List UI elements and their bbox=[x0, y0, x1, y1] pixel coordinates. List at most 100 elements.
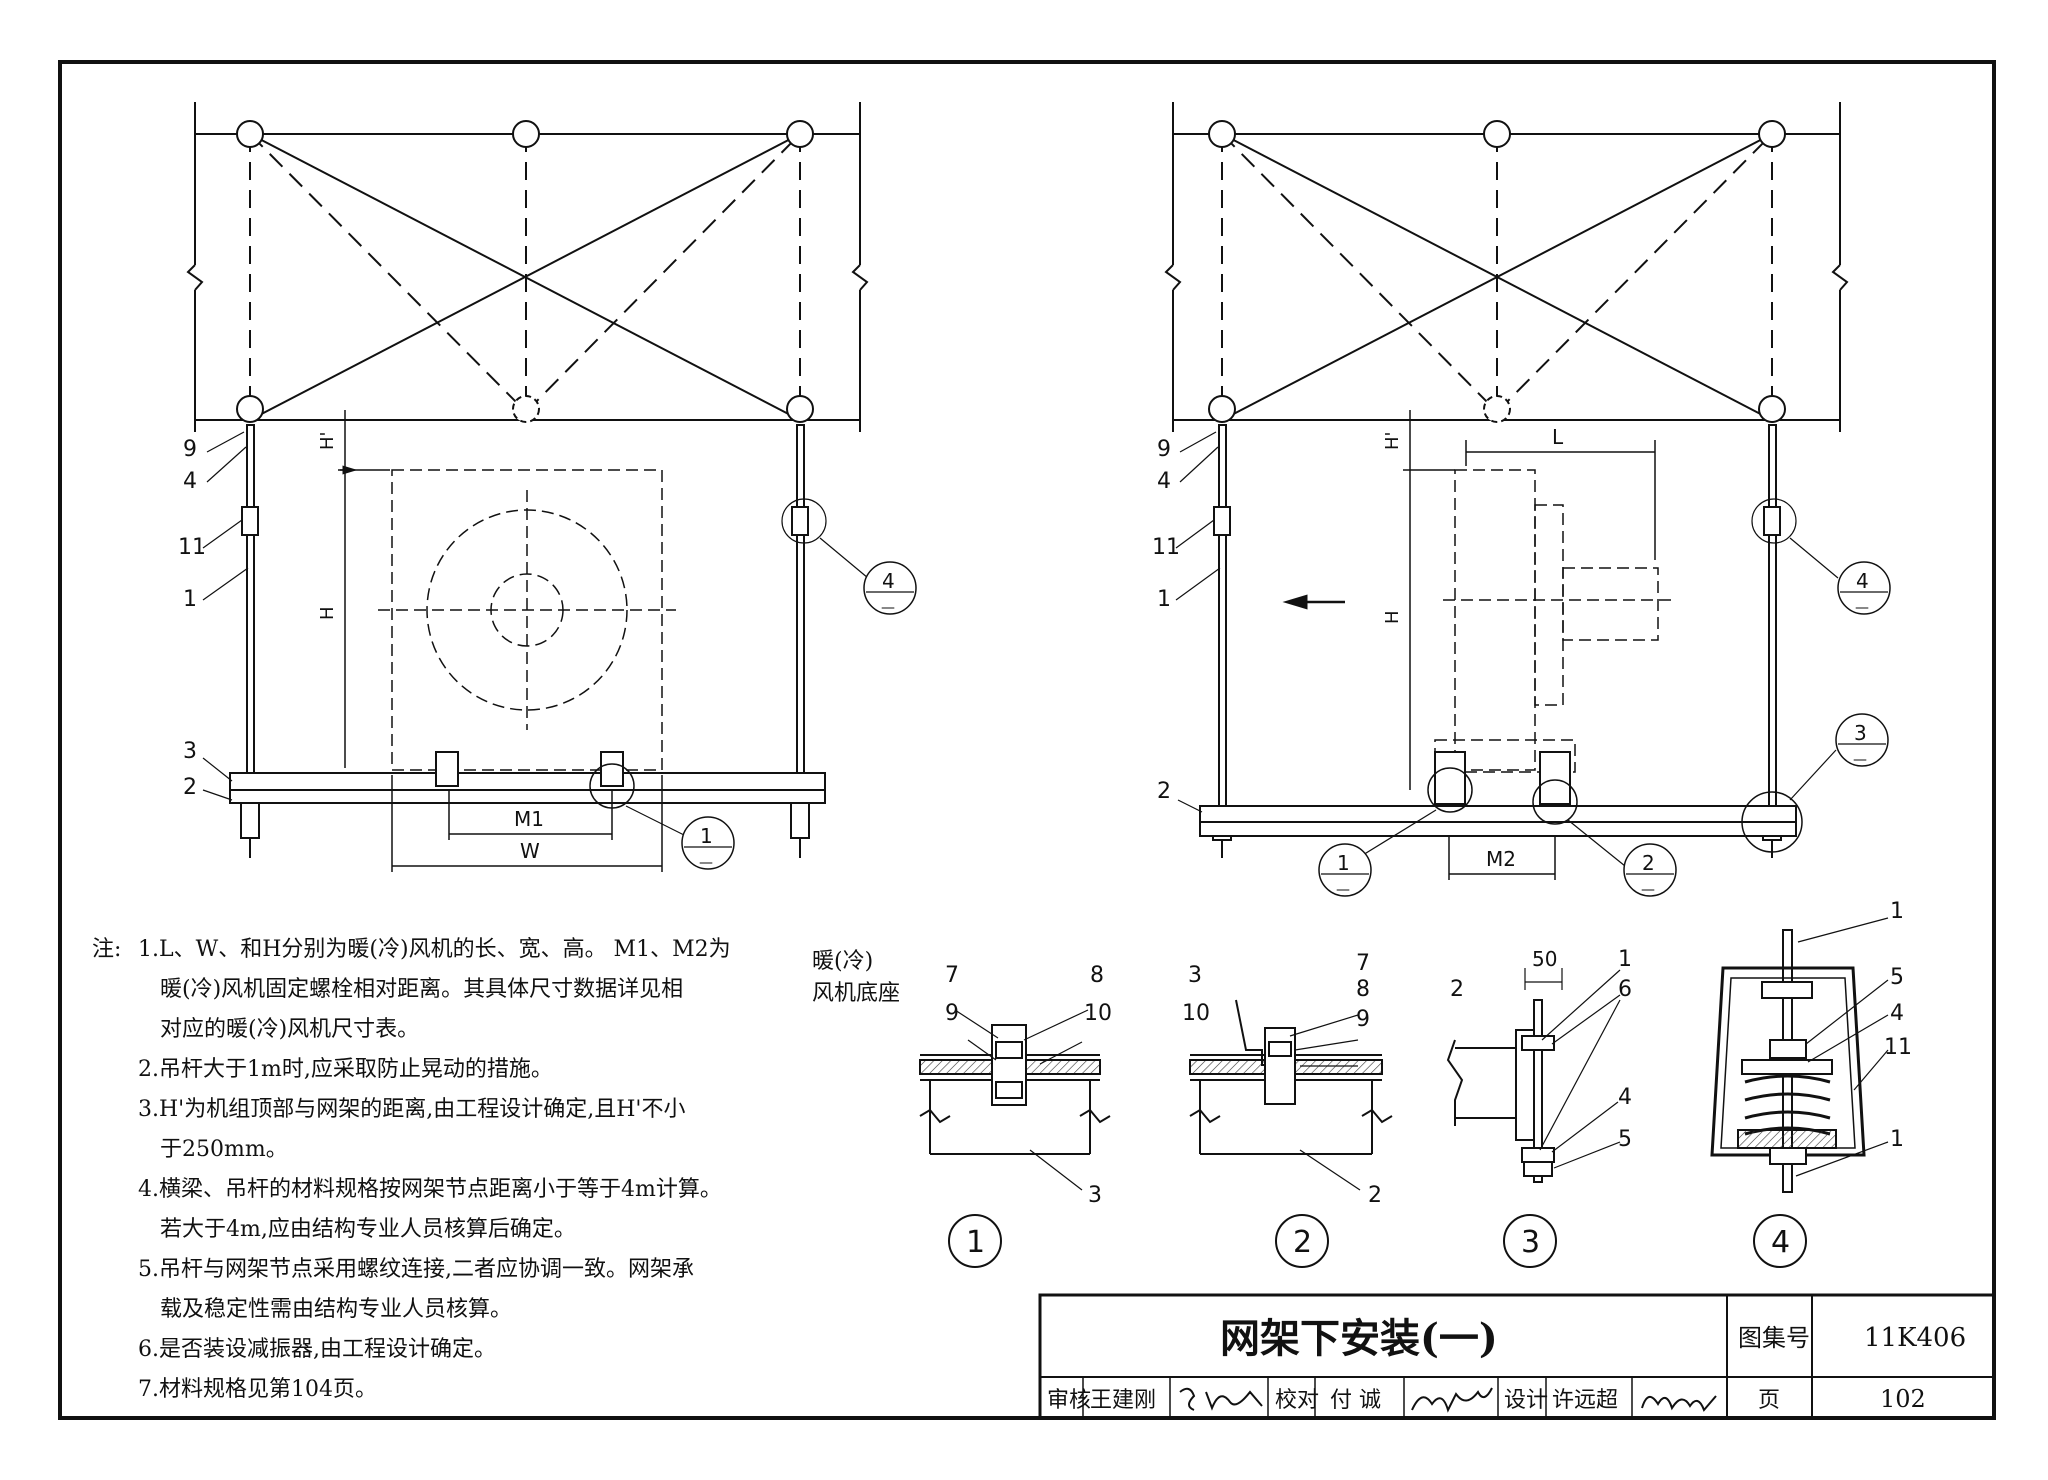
left-callout-1: 1 bbox=[183, 587, 197, 612]
left-dim-m1: M1 bbox=[514, 807, 544, 831]
reviewer-name: 王建刚 bbox=[1090, 1388, 1156, 1413]
d4-label-4: 4 bbox=[1890, 1001, 1904, 1026]
page-number: 102 bbox=[1880, 1385, 1926, 1413]
d1-label-10: 10 bbox=[1084, 1001, 1112, 1026]
d3-label-1: 1 bbox=[1618, 947, 1632, 972]
right-fan-unit bbox=[1434, 469, 1672, 773]
right-detail-ref-2: 2 bbox=[1642, 851, 1655, 875]
right-callout-2: 2 bbox=[1157, 779, 1171, 804]
left-leaders bbox=[202, 431, 869, 839]
d3-label-2: 2 bbox=[1450, 977, 1464, 1002]
notes-block: 注: 1.L、W、和H分别为暖(冷)风机的长、宽、高。 M1、M2为 暖(冷)风… bbox=[92, 930, 792, 1410]
left-dim-h: H bbox=[317, 606, 338, 620]
page-label: 页 bbox=[1758, 1388, 1780, 1413]
note-line: 7.材料规格见第104页。 bbox=[138, 1377, 377, 1402]
right-dim-h-prime: H' bbox=[1382, 432, 1403, 450]
d2-label-7: 7 bbox=[1356, 951, 1370, 976]
left-detail-ref-4-sub: — bbox=[881, 600, 895, 616]
right-unit-feet bbox=[1427, 751, 1803, 853]
d3-label-6: 6 bbox=[1618, 977, 1632, 1002]
left-detail-ref-1-sub: — bbox=[699, 855, 713, 871]
note-line: 若大于4m,应由结构专业人员核算后确定。 bbox=[160, 1217, 576, 1242]
right-crossbeam bbox=[1199, 805, 1797, 837]
right-detail-ref-2-sub: — bbox=[1641, 882, 1655, 898]
atlas-number: 11K406 bbox=[1864, 1323, 1966, 1353]
right-dim-h: H bbox=[1382, 610, 1403, 624]
detail-2 bbox=[1189, 999, 1393, 1268]
d1-label-3: 3 bbox=[1088, 1183, 1102, 1208]
title-block bbox=[1038, 1293, 1996, 1420]
design-label: 设计 bbox=[1504, 1388, 1548, 1413]
detail-4 bbox=[1710, 917, 1889, 1268]
note-line: 载及稳定性需由结构专业人员核算。 bbox=[160, 1297, 513, 1322]
fan-base-label-line1: 暖(冷) bbox=[812, 949, 873, 974]
note-line: 对应的暖(冷)风机尺寸表。 bbox=[160, 1017, 420, 1042]
right-truss bbox=[1164, 102, 1849, 432]
d3-label-50: 50 bbox=[1532, 947, 1557, 971]
right-dim-m2: M2 bbox=[1486, 847, 1516, 871]
note-line: 5.吊杆与网架节点采用螺纹连接,二者应协调一致。网架承 bbox=[138, 1257, 694, 1282]
left-callout-9: 9 bbox=[183, 437, 197, 462]
d2-label-2: 2 bbox=[1368, 1183, 1382, 1208]
left-dim-h-prime: H' bbox=[317, 432, 338, 450]
detail-1-number: 1 bbox=[966, 1225, 985, 1260]
note-line: 3.H'为机组顶部与网架的距离,由工程设计确定,且H'不小 bbox=[138, 1097, 686, 1122]
note-line: 1.L、W、和H分别为暖(冷)风机的长、宽、高。 M1、M2为 bbox=[138, 937, 731, 962]
drawing-title: 网架下安装(一) bbox=[1220, 1315, 1498, 1362]
checker-name: 付 诚 bbox=[1330, 1388, 1381, 1413]
right-callout-11: 11 bbox=[1152, 535, 1180, 560]
left-view bbox=[186, 102, 869, 872]
left-fan-unit bbox=[378, 469, 676, 771]
atlas-label: 图集号 bbox=[1738, 1324, 1810, 1352]
d2-label-9: 9 bbox=[1356, 1007, 1370, 1032]
left-callout-2: 2 bbox=[183, 775, 197, 800]
right-callout-4: 4 bbox=[1157, 469, 1171, 494]
left-dim-w: W bbox=[520, 839, 540, 863]
left-callout-4: 4 bbox=[183, 469, 197, 494]
d3-label-5: 5 bbox=[1618, 1127, 1632, 1152]
left-callout-11: 11 bbox=[178, 535, 206, 560]
note-line: 暖(冷)风机固定螺栓相对距离。其具体尺寸数据详见相 bbox=[160, 977, 684, 1002]
right-dimensions bbox=[1403, 410, 1656, 880]
right-detail-ref-3-sub: — bbox=[1853, 752, 1867, 768]
d4-label-1-top: 1 bbox=[1890, 899, 1904, 924]
note-line: 2.吊杆大于1m时,应采取防止晃动的措施。 bbox=[138, 1057, 553, 1082]
detail-4-number: 4 bbox=[1771, 1225, 1790, 1260]
detail-1 bbox=[919, 1009, 1111, 1268]
fan-base-label-line2: 风机底座 bbox=[812, 981, 900, 1006]
left-crossbeam bbox=[229, 772, 826, 804]
signature-checker bbox=[1411, 1387, 1493, 1413]
left-detail-ref-1: 1 bbox=[700, 824, 713, 848]
designer-name: 许远超 bbox=[1552, 1388, 1618, 1413]
d3-label-4: 4 bbox=[1618, 1085, 1632, 1110]
signature-reviewer bbox=[1179, 1387, 1263, 1411]
d4-label-5: 5 bbox=[1890, 965, 1904, 990]
note-line: 6.是否装设减振器,由工程设计确定。 bbox=[138, 1337, 496, 1362]
d1-label-8: 8 bbox=[1090, 963, 1104, 988]
right-leaders bbox=[1175, 431, 1839, 867]
right-callout-1: 1 bbox=[1157, 587, 1171, 612]
right-view bbox=[1164, 102, 1849, 880]
d2-label-8: 8 bbox=[1356, 977, 1370, 1002]
left-truss bbox=[186, 102, 869, 432]
d4-label-1-bottom: 1 bbox=[1890, 1127, 1904, 1152]
detail-3 bbox=[1446, 968, 1621, 1268]
d4-label-11: 11 bbox=[1884, 1035, 1912, 1060]
d2-label-10: 10 bbox=[1182, 1001, 1210, 1026]
right-hanger-rods bbox=[1212, 424, 1782, 858]
right-detail-ref-1-sub: — bbox=[1336, 882, 1350, 898]
right-detail-ref-4: 4 bbox=[1856, 569, 1869, 593]
right-detail-ref-3: 3 bbox=[1854, 721, 1867, 745]
labels: 9 4 11 1 3 2 H' H M1 W 4 — 1 — 9 4 11 1 … bbox=[178, 425, 1966, 1413]
right-detail-ref-1: 1 bbox=[1337, 851, 1350, 875]
d1-label-7: 7 bbox=[945, 963, 959, 988]
sheet-border bbox=[58, 60, 1996, 1420]
right-callout-9: 9 bbox=[1157, 437, 1171, 462]
signature-designer bbox=[1641, 1395, 1717, 1412]
note-line: 4.横梁、吊杆的材料规格按网架节点距离小于等于4m计算。 bbox=[138, 1177, 722, 1202]
d1-label-9: 9 bbox=[945, 1001, 959, 1026]
detail-3-number: 3 bbox=[1521, 1225, 1540, 1260]
right-detail-ref-4-sub: — bbox=[1855, 600, 1869, 616]
left-detail-ref-4: 4 bbox=[882, 569, 895, 593]
